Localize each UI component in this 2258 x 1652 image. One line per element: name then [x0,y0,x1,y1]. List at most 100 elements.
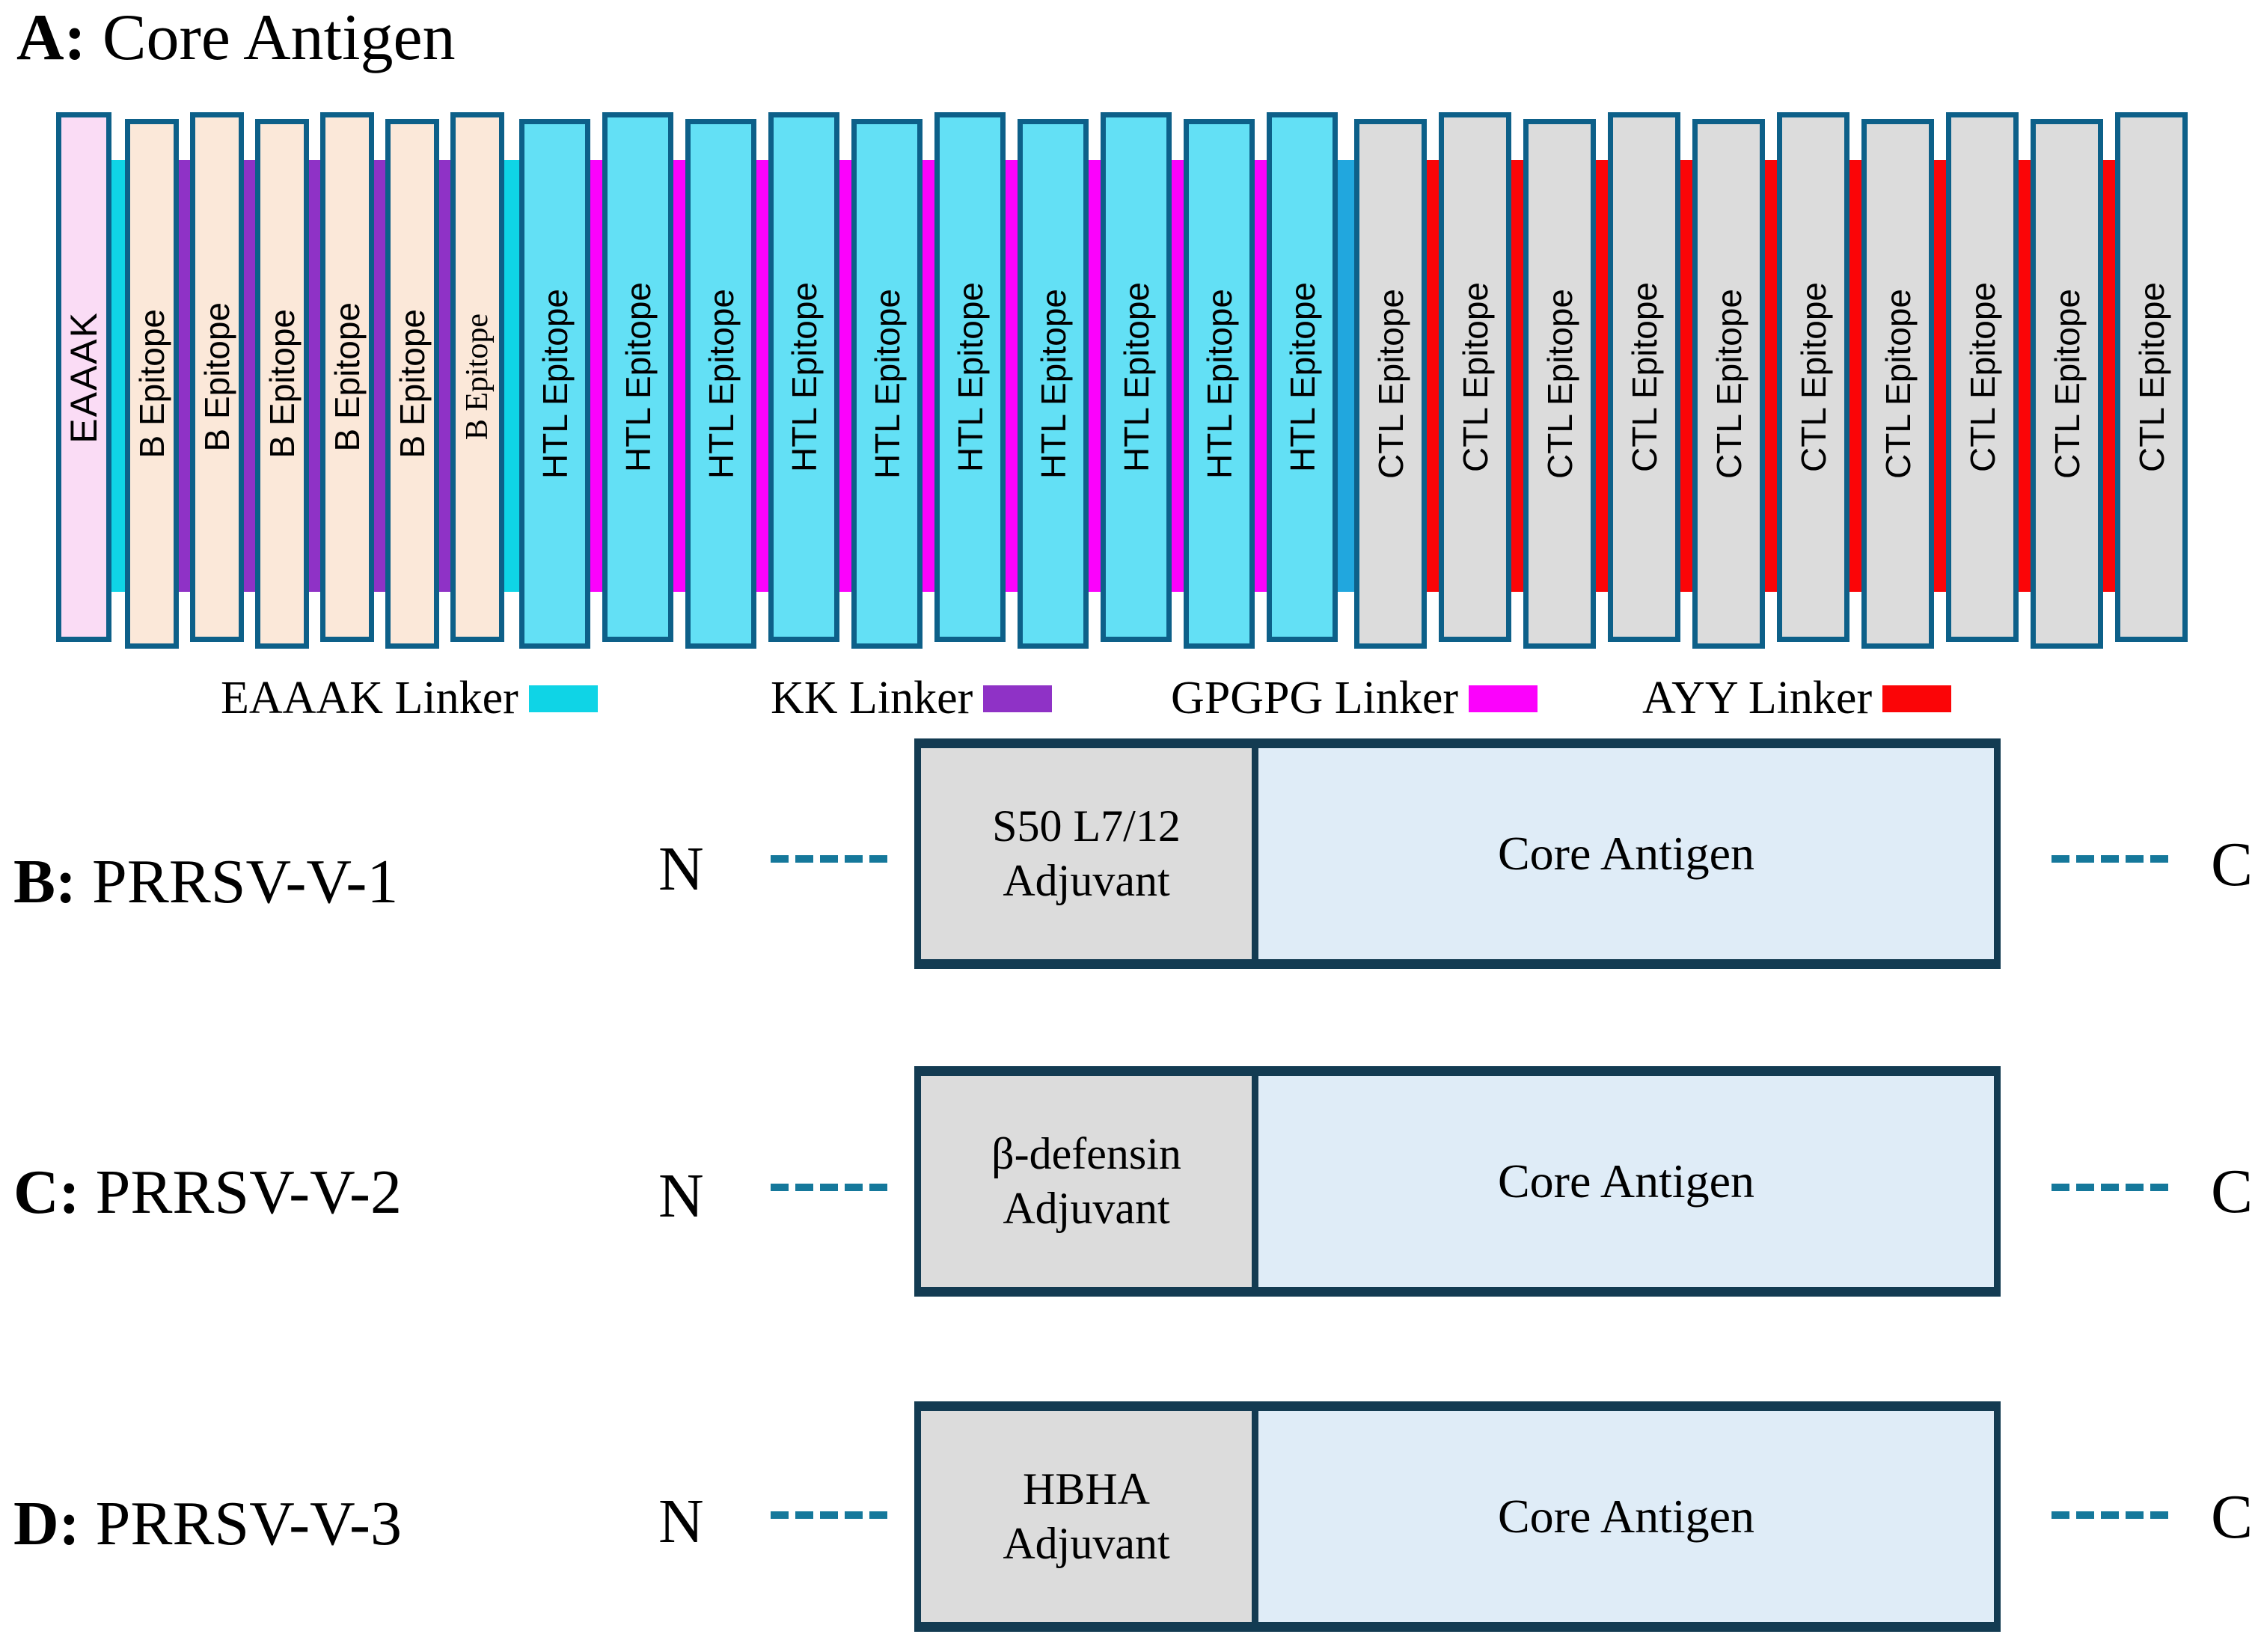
adjuvant-line1: HBHA [1022,1463,1150,1514]
epitope-box-b: B Epitope [450,112,504,642]
epitope-box-label: HTL Epitope [535,289,575,479]
eaaak-linker-bar [1338,160,1354,592]
epitope-box-htl: HTL Epitope [519,119,590,649]
epitope-box-label: CTL Epitope [1624,282,1664,472]
epitope-box-ctl: CTL Epitope [2031,119,2103,649]
epitope-box-htl: HTL Epitope [685,119,756,649]
epitope-box-htl: HTL Epitope [1184,119,1255,649]
construct-label: D: PRRSV-V-3 [13,1487,402,1560]
core-antigen-label: Core Antigen [1497,1154,1755,1208]
legend-item: EAAAK Linker [221,672,598,725]
dash [845,855,863,863]
n-terminus-label: N [658,834,704,904]
dash [869,1511,887,1519]
legend-label: EAAAK Linker [221,673,518,723]
dash [845,1511,863,1519]
epitope-box-label: CTL Epitope [1540,289,1579,479]
epitope-box-ctl: CTL Epitope [1354,119,1427,649]
epitope-box-htl: HTL Epitope [768,112,839,642]
dash [2150,855,2168,863]
c-terminus-dashes [2052,1511,2175,1519]
ayy-linker-bar [2103,160,2115,592]
dash [2150,1184,2168,1191]
construct-label-letter: D: [13,1489,80,1558]
gpgpg-linker-bar [756,160,768,592]
epitope-box-label: HTL Epitope [1199,289,1239,479]
kk-linker-bar [374,160,385,592]
dash [771,1184,789,1191]
construct-label-name: PRRSV-V-2 [95,1157,402,1227]
epitope-box-htl: HTL Epitope [851,119,923,649]
core-antigen-box: Core Antigen [1258,748,1994,959]
epitope-box-ctl: CTL Epitope [1523,119,1596,649]
dash [845,1184,863,1191]
dash [795,1184,813,1191]
legend-swatch [983,685,1053,712]
epitope-box-label: HTL Epitope [1033,289,1073,479]
epitope-box-ctl: CTL Epitope [1692,119,1765,649]
epitope-box-label: HTL Epitope [784,282,824,472]
epitope-box-label: HTL Epitope [867,289,907,479]
epitope-box-label: CTL Epitope [1962,282,2002,472]
adjuvant-line2: Adjuvant [1003,1519,1170,1568]
gpgpg-linker-bar [1172,160,1184,592]
epitope-box-label: HTL Epitope [701,289,741,479]
core-antigen-label: Core Antigen [1497,1490,1755,1543]
dash [2101,1511,2119,1519]
dash [2150,1511,2168,1519]
ayy-linker-bar [1934,160,1946,592]
panel-a-title: A: Core Antigen [16,0,456,76]
c-terminus-label: C [2211,830,2254,899]
dash [2101,1184,2119,1191]
epitope-box-b: B Epitope [320,112,374,642]
epitope-box-label: HTL Epitope [950,282,990,472]
epitope-box-ctl: CTL Epitope [1861,119,1934,649]
legend-item: AYY Linker [1642,672,1952,725]
n-terminus-label: N [658,1487,704,1556]
ayy-linker-bar [1849,160,1861,592]
ayy-linker-bar [2019,160,2031,592]
dash [820,1511,838,1519]
epitope-box-ctl: CTL Epitope [1608,112,1680,642]
construct-label: B: PRRSV-V-1 [13,845,398,918]
dash [820,1184,838,1191]
epitope-box-b: B Epitope [255,119,309,649]
core-antigen-box: Core Antigen [1258,1411,1994,1622]
dash [869,1184,887,1191]
construct-label-letter: B: [13,847,76,917]
gpgpg-linker-bar [1089,160,1101,592]
ayy-linker-bar [1427,160,1439,592]
gpgpg-linker-bar [1006,160,1018,592]
legend-swatch [528,685,598,712]
epitope-box-ctl: CTL Epitope [2115,112,2188,642]
dash [2126,855,2144,863]
epitope-box-label: B Epitope [393,309,432,459]
panel-a-letter: A: [16,1,86,74]
dash [2052,1511,2069,1519]
core-antigen-label: Core Antigen [1497,827,1755,880]
epitope-box-ctl: CTL Epitope [1777,112,1849,642]
epitope-box-label: CTL Epitope [1709,289,1748,479]
dash [771,855,789,863]
ayy-linker-bar [1765,160,1777,592]
dash [2076,1184,2094,1191]
eaaak-linker-bar [504,160,519,592]
kk-linker-bar [439,160,450,592]
epitope-box-label: B Epitope [328,302,367,452]
epitope-box-b: B Epitope [190,112,244,642]
dash [771,1511,789,1519]
legend-swatch [1469,685,1538,712]
dash [869,855,887,863]
epitope-box-b: B Epitope [125,119,179,649]
adjuvant-line2: Adjuvant [1003,1184,1170,1233]
epitope-box-label: CTL Epitope [1878,289,1918,479]
kk-linker-bar [244,160,255,592]
construct-label-name: PRRSV-V-3 [95,1489,402,1558]
epitope-box-b: B Epitope [385,119,439,649]
gpgpg-linker-bar [673,160,685,592]
c-terminus-label: C [2211,1157,2254,1226]
epitope-box-htl: HTL Epitope [1267,112,1338,642]
